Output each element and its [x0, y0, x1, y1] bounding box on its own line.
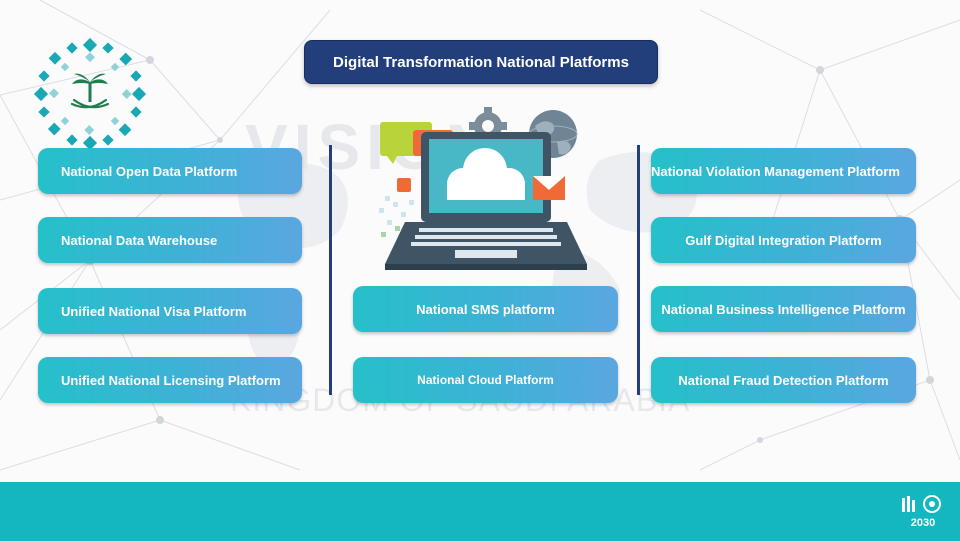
national-emblem-icon — [33, 38, 147, 148]
footer-logo-text: 2030 — [911, 517, 935, 529]
platform-unified-national-licensing: Unified National Licensing Platform — [38, 357, 302, 403]
left-divider — [329, 145, 332, 395]
platform-gulf-digital-integration: Gulf Digital Integration Platform — [651, 217, 916, 263]
platform-national-business-intelligence: National Business Intelligence Platform — [651, 286, 916, 332]
platform-national-cloud: National Cloud Platform — [353, 357, 618, 403]
platform-unified-national-visa: Unified National Visa Platform — [38, 288, 302, 334]
footer-bar — [0, 482, 960, 541]
platform-national-fraud-detection: National Fraud Detection Platform — [651, 357, 916, 403]
platform-national-data-warehouse: National Data Warehouse — [38, 217, 302, 263]
platform-national-violation-management: National Violation Management Platform — [651, 148, 916, 194]
page-title: Digital Transformation National Platform… — [304, 40, 658, 84]
vision-2030-logo-icon: 2030 — [902, 495, 941, 529]
laptop-cloud-icon — [379, 107, 587, 270]
platform-national-open-data: National Open Data Platform — [38, 148, 302, 194]
platform-national-sms: National SMS platform — [353, 286, 618, 332]
right-divider — [637, 145, 640, 395]
envelope-icon — [533, 176, 565, 200]
